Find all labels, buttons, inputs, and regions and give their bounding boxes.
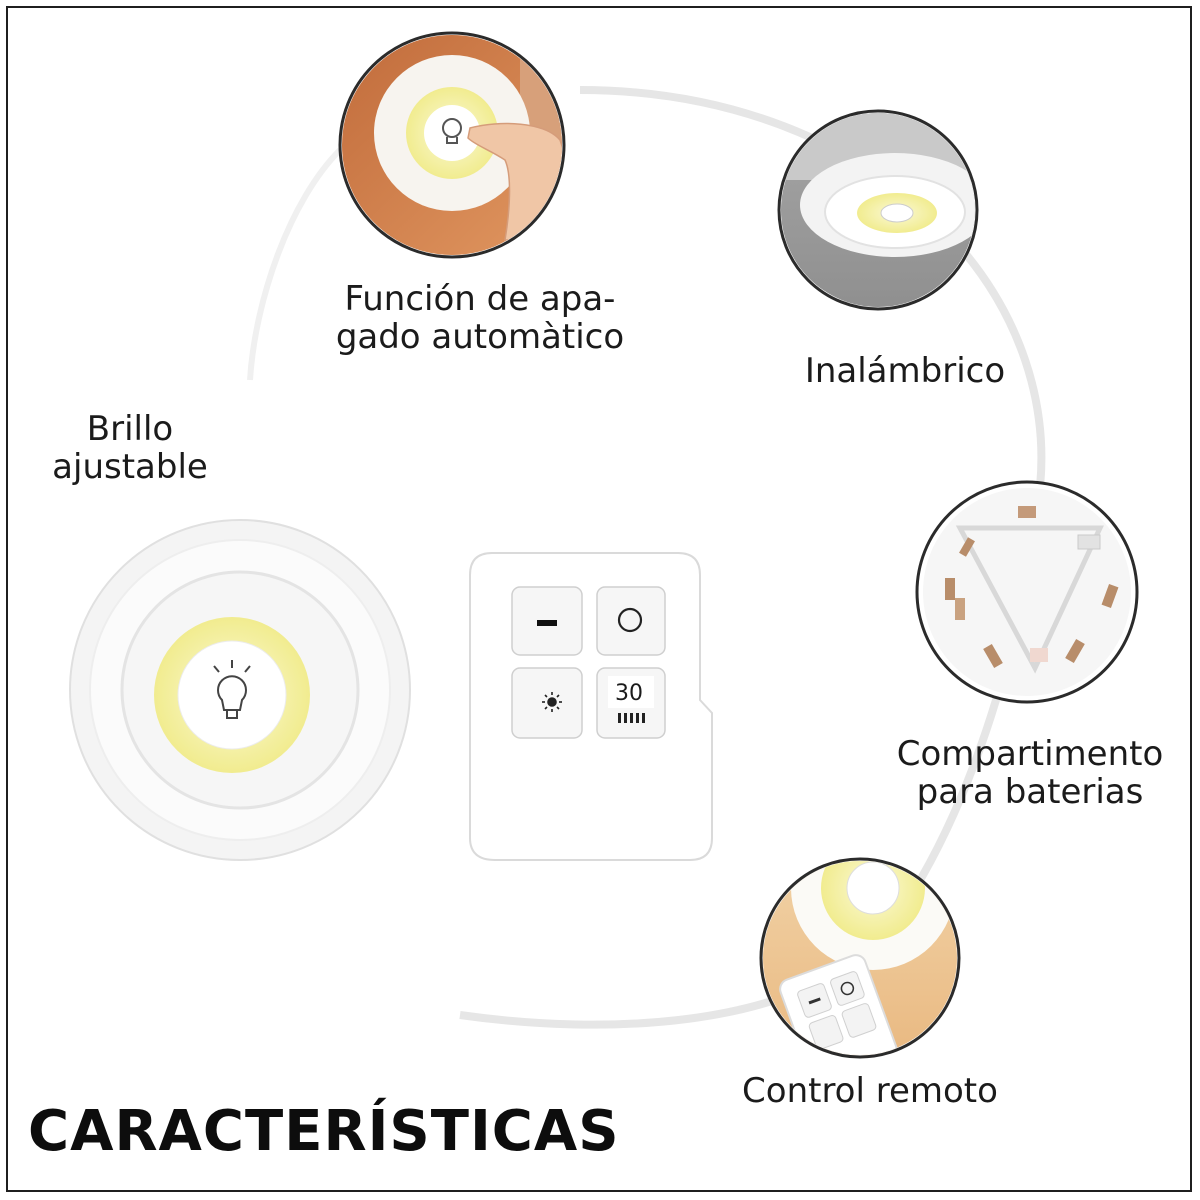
battery-label: Compartimento para baterias (880, 735, 1180, 811)
brightness-label: Brillo ajustable (40, 410, 220, 486)
sun-icon (542, 692, 562, 712)
brightness-line2: ajustable (52, 447, 208, 487)
auto-off-photo (338, 31, 566, 259)
image-frame (6, 6, 1192, 1192)
battery-line2: para baterias (916, 772, 1144, 812)
page-title: CARACTERÍSTICAS (28, 1099, 620, 1164)
minus-icon (537, 620, 557, 626)
remote-control: 30 (469, 552, 713, 861)
remote-control-photo (759, 857, 961, 1059)
wireless-label: Inalámbrico (790, 352, 1020, 390)
battery-bars-icon (618, 713, 645, 723)
light-bulb-icon (213, 660, 251, 719)
wireless-line1: Inalámbrico (804, 351, 1006, 391)
connecting-arc-faint (247, 147, 343, 381)
remote-label: Control remoto (730, 1072, 1010, 1110)
auto-off-line2: gado automàtico (335, 317, 625, 357)
circle-power-icon (617, 607, 643, 633)
auto-off-line1: Función de apa- (344, 279, 616, 319)
puck-light (69, 519, 411, 861)
auto-off-label: Función de apa- gado automàtico (330, 280, 630, 356)
wireless-photo (777, 109, 979, 311)
battery-line1: Compartimento (896, 734, 1164, 774)
timer-button-label: 30 (615, 681, 643, 706)
light-bulb-icon (442, 118, 462, 144)
remote-line1: Control remoto (742, 1071, 998, 1111)
battery-compartment-photo (915, 480, 1139, 704)
brightness-line1: Brillo (86, 409, 174, 449)
